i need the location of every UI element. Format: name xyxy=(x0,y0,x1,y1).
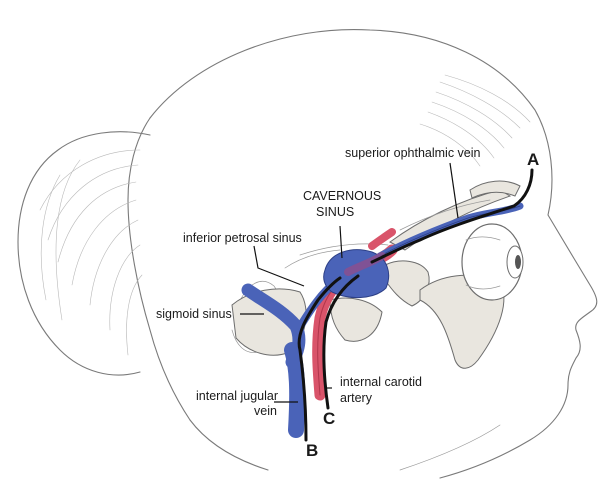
label-internal-carotid-artery-line2: artery xyxy=(340,391,373,405)
marker-c: C xyxy=(323,409,335,428)
label-cavernous-sinus-line1: CAVERNOUS xyxy=(303,189,381,203)
marker-a: A xyxy=(527,150,539,169)
eyeball xyxy=(462,224,523,300)
label-inferior-petrosal-sinus: inferior petrosal sinus xyxy=(183,231,302,245)
label-cavernous-sinus-line2: SINUS xyxy=(316,205,354,219)
label-internal-carotid-artery-line1: internal carotid xyxy=(340,375,422,389)
marker-b: B xyxy=(306,441,318,460)
label-superior-ophthalmic-vein: superior ophthalmic vein xyxy=(345,146,481,160)
label-internal-jugular-vein-line1: internal jugular xyxy=(196,389,278,403)
label-sigmoid-sinus: sigmoid sinus xyxy=(156,307,232,321)
label-internal-jugular-vein-line2: vein xyxy=(254,404,277,418)
